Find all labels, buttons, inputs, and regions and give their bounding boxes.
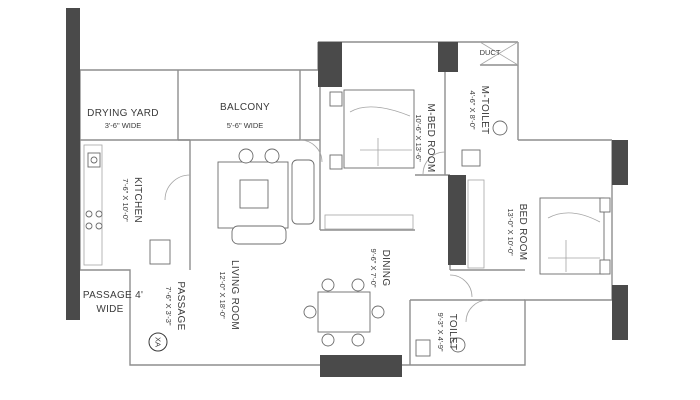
room-name: DRYING YARD — [87, 108, 159, 119]
room-name: BALCONY — [220, 102, 270, 113]
duct-label: DUCT — [480, 48, 501, 57]
room-dims: 4'-6" X 8'-0" — [468, 90, 477, 129]
room-dims: 9'-6" X 7'-0" — [369, 248, 378, 287]
room-dims: 7'-6" X 3'-3" — [164, 286, 173, 325]
room-dims: 12'-0" X 18'-0" — [218, 271, 227, 319]
structural-columns — [66, 8, 628, 377]
room-dims: 3'-6" WIDE — [105, 121, 142, 130]
room-name-line1: PASSAGE 4' — [83, 290, 143, 301]
kitchen-fixtures — [83, 144, 171, 266]
room-bed-room: BED ROOM 13'-0" X 10'-0" — [506, 204, 528, 261]
room-passage-wide: PASSAGE 4' WIDE — [83, 290, 143, 315]
room-m-toilet: M-TOILET 4'-6" X 8'-0" — [468, 86, 490, 135]
door-swings — [164, 139, 489, 323]
bedroom-bed — [467, 179, 611, 275]
dining-table — [303, 278, 385, 347]
room-dims: 10'-6" X 13'-6" — [414, 114, 423, 162]
unit-tag-text: XA — [154, 337, 163, 347]
room-name: PASSAGE — [175, 281, 186, 330]
room-living-room: LIVING ROOM 12'-0" X 18'-0" — [218, 260, 240, 330]
room-name: BED ROOM — [517, 204, 528, 261]
room-balcony: BALCONY 5'-6" WIDE — [220, 102, 270, 130]
room-dims: 13'-0" X 10'-0" — [506, 208, 515, 256]
room-dining: DINING 9'-6" X 7'-0" — [369, 248, 391, 287]
room-dims: 7'-6" X 10'-0" — [121, 178, 130, 222]
room-dims: 5'-6" WIDE — [227, 121, 264, 130]
room-name: KITCHEN — [132, 177, 143, 223]
wardrobe-living — [324, 214, 414, 230]
unit-tag: XA — [148, 332, 168, 352]
room-name: M-BED ROOM — [425, 103, 436, 172]
master-bed — [329, 89, 415, 170]
room-name: TOILET — [447, 314, 458, 351]
room-kitchen: KITCHEN 7'-6" X 10'-0" — [121, 177, 143, 223]
toilet-fixtures — [415, 120, 508, 357]
room-m-bed-room: M-BED ROOM 10'-6" X 13'-6" — [414, 103, 436, 172]
room-toilet: TOILET 9'-3" X 4'-9" — [436, 312, 458, 351]
room-dims: 9'-3" X 4'-9" — [436, 312, 445, 351]
living-sofa-set — [217, 148, 315, 245]
inner-walls — [80, 41, 525, 365]
room-drying-yard: DRYING YARD 3'-6" WIDE — [87, 108, 159, 130]
room-name: DINING — [380, 250, 391, 287]
room-name-line2: WIDE — [96, 304, 123, 315]
room-name: M-TOILET — [479, 86, 490, 135]
room-passage-vertical: PASSAGE 7'-6" X 3'-3" — [164, 281, 186, 330]
room-name: LIVING ROOM — [229, 260, 240, 330]
